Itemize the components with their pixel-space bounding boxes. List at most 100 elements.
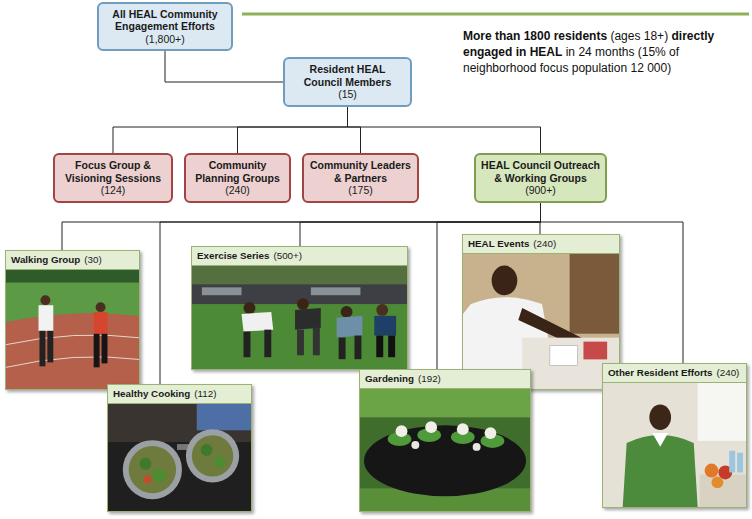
photo-detail <box>313 328 320 356</box>
card-title-band: Gardening (192) <box>360 370 530 389</box>
tree-connector <box>165 51 283 82</box>
photo-detail <box>192 304 407 369</box>
photo-detail <box>144 476 152 484</box>
connector-line <box>113 107 348 153</box>
box-count: (1,800+) <box>145 33 184 46</box>
box-heading: Community Leaders & Partners <box>309 159 412 184</box>
card-title-band: Healthy Cooking(112) <box>108 385 251 404</box>
photo-detail <box>96 302 106 312</box>
photo-detail <box>152 469 166 483</box>
card-title: Other Resident Efforts <box>608 367 713 379</box>
photo-detail <box>214 456 226 468</box>
card-title: HEAL Events <box>468 238 529 250</box>
photo-detail <box>374 316 396 336</box>
photo-detail <box>463 235 619 389</box>
photo-detail <box>244 302 256 314</box>
photo-detail <box>197 403 251 431</box>
tree-connector <box>113 107 348 153</box>
photo-detail <box>354 336 361 360</box>
group-box: All HEAL Community Engagement Efforts(1,… <box>97 2 233 51</box>
box-count: (124) <box>101 184 126 197</box>
photo-card: HEAL Events (240) <box>462 234 620 390</box>
photo-detail <box>388 336 395 358</box>
photo-detail <box>364 425 526 496</box>
card-title: Walking Group <box>11 254 80 266</box>
summary-text: More than 1800 residents <box>463 29 607 43</box>
photo-detail <box>457 423 469 435</box>
photo-detail <box>264 330 271 358</box>
photo-detail <box>311 287 361 295</box>
photo-detail <box>649 404 671 430</box>
events-photo <box>463 235 619 389</box>
photo-detail <box>425 421 437 433</box>
photo-detail <box>700 474 746 507</box>
tree-connector <box>62 203 541 250</box>
box-heading: Focus Group & Visioning Sessions <box>60 159 166 184</box>
photo-card: Walking Group(30) <box>5 250 140 390</box>
photo-detail <box>583 342 607 360</box>
walking-photo <box>6 251 139 389</box>
photo-detail <box>339 338 346 360</box>
photo-detail <box>376 336 383 358</box>
photo-detail <box>603 364 746 507</box>
photo-detail <box>108 385 251 511</box>
box-heading: Resident HEAL Council Members <box>290 63 405 88</box>
photo-detail <box>360 370 530 511</box>
photo-detail <box>297 330 304 356</box>
photo-detail <box>244 332 251 358</box>
card-title: Exercise Series <box>197 250 269 262</box>
cooking-photo <box>108 385 251 511</box>
connector-line <box>165 51 283 82</box>
photo-detail <box>485 427 497 439</box>
photo-detail <box>492 266 518 296</box>
group-box: Community Planning Groups(240) <box>184 153 291 203</box>
connector-line <box>238 107 348 153</box>
card-count: (192) <box>418 373 441 385</box>
photo-detail <box>341 306 353 318</box>
box-heading: All HEAL Community Engagement Efforts <box>104 8 226 33</box>
box-heading: Community Planning Groups <box>191 159 284 184</box>
photo-card: Other Resident Efforts (240) <box>602 363 747 508</box>
photo-detail <box>140 458 152 470</box>
photo-detail <box>6 313 139 389</box>
card-title-band: HEAL Events (240) <box>463 235 619 254</box>
card-title: Healthy Cooking <box>113 388 190 400</box>
photo-detail <box>711 476 723 488</box>
photo-detail <box>47 331 53 363</box>
photo-detail <box>242 312 274 332</box>
group-box: HEAL Council Outreach & Working Groups(9… <box>474 153 607 203</box>
box-count: (15) <box>338 88 357 101</box>
card-title-band: Other Resident Efforts (240) <box>603 364 746 383</box>
photo-detail <box>186 429 239 482</box>
card-title: Gardening <box>365 373 414 385</box>
tree-connector <box>348 107 541 153</box>
photo-detail <box>129 446 176 493</box>
card-title-band: Walking Group(30) <box>6 251 139 270</box>
photo-detail <box>94 334 100 368</box>
photo-detail <box>376 304 388 316</box>
box-count: (900+) <box>525 184 556 197</box>
card-count: (240) <box>533 238 556 250</box>
group-box: Resident HEAL Council Members(15) <box>283 57 412 107</box>
photo-detail <box>705 464 719 478</box>
accent-rule <box>242 13 749 16</box>
photo-detail <box>6 269 139 285</box>
photo-detail <box>94 312 108 334</box>
photo-card: Healthy Cooking(112) <box>107 384 252 512</box>
photo-detail <box>6 283 139 389</box>
box-count: (175) <box>348 184 373 197</box>
photo-detail <box>40 295 50 305</box>
tree-connector <box>238 107 348 153</box>
summary-text: (ages 18+) <box>610 29 668 43</box>
card-count: (500+) <box>273 250 302 262</box>
photo-detail <box>337 316 363 338</box>
photo-detail <box>6 251 139 389</box>
photo-card: Exercise Series (500+) <box>191 246 408 370</box>
photo-detail <box>698 382 746 441</box>
photo-detail <box>102 334 108 364</box>
box-heading: HEAL Council Outreach & Working Groups <box>481 159 600 184</box>
photo-detail <box>192 247 407 369</box>
photo-card: Gardening (192) <box>359 369 531 512</box>
other-efforts-photo <box>603 364 746 507</box>
card-count: (240) <box>717 367 740 379</box>
